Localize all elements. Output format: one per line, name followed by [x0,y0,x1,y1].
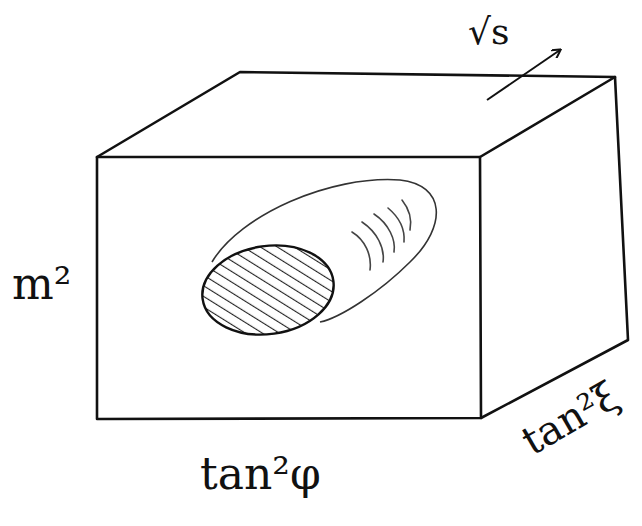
tube-shading [352,200,411,270]
top-face [97,72,615,157]
front-face [97,157,481,419]
hatched-cross-section [197,237,340,343]
axis-label: tan²ξ [515,375,625,462]
axis-label: tan²φ [200,452,321,496]
right-face [481,77,628,418]
axis-label: √s [468,14,509,50]
axis-label: m² [12,262,71,306]
direction-arrow [487,50,560,100]
